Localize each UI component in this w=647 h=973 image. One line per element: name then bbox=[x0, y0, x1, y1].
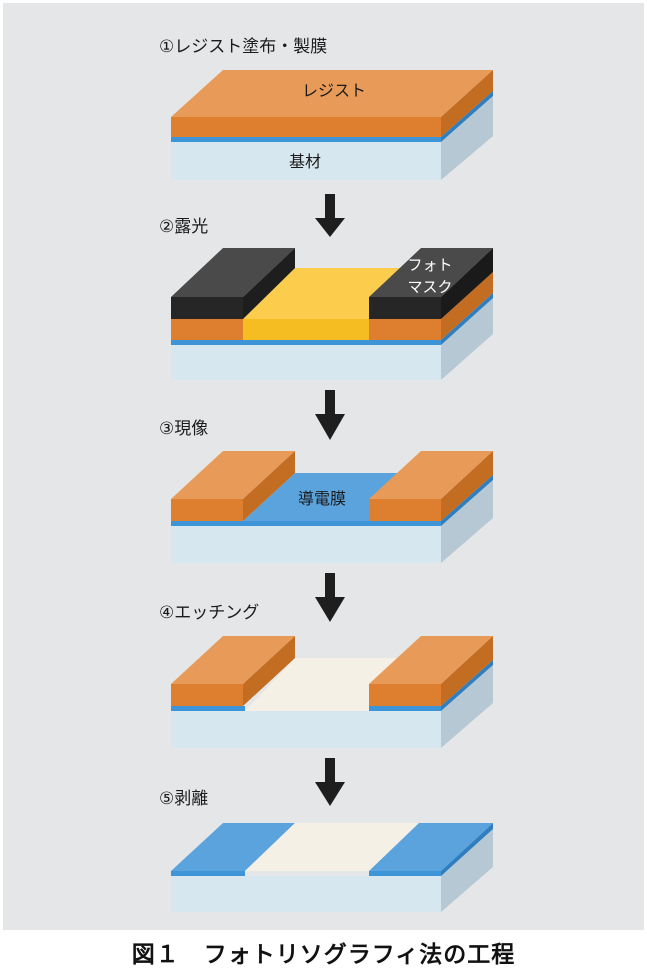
conductive-film-front-right bbox=[369, 706, 441, 711]
photomask-right-top bbox=[369, 248, 493, 297]
resist-left-top bbox=[171, 636, 295, 684]
conductive-film-label: 導電膜 bbox=[298, 489, 346, 508]
photomask-left-front bbox=[171, 297, 243, 319]
resist-right-front bbox=[369, 684, 441, 706]
photomask-right-front bbox=[369, 297, 441, 319]
resist-label: レジスト bbox=[302, 81, 366, 100]
resist-right-side bbox=[441, 451, 493, 521]
resist-right-top bbox=[369, 636, 493, 684]
process-arrow-1 bbox=[315, 194, 345, 237]
conductive-film-side bbox=[441, 660, 493, 711]
substrate-front bbox=[171, 142, 441, 180]
resist-front bbox=[171, 117, 441, 137]
substrate-front bbox=[171, 876, 441, 912]
resist-right-top bbox=[369, 451, 493, 499]
substrate-side bbox=[441, 480, 493, 563]
conductive-film-side bbox=[441, 91, 493, 142]
stage-5-stripping bbox=[171, 823, 493, 912]
process-arrow-4 bbox=[315, 758, 345, 806]
resist-left-side bbox=[243, 636, 295, 706]
conductive-film-front bbox=[171, 521, 441, 526]
photomask-left-side bbox=[243, 248, 295, 319]
photomask-label-line-1: フォト bbox=[407, 256, 452, 274]
etched-surface-top bbox=[245, 823, 419, 871]
conductive-film-front bbox=[171, 137, 441, 142]
step-label-5: ⑤剥離 bbox=[159, 789, 209, 809]
conductive-film-side bbox=[441, 475, 493, 526]
stage-3-development: 導電膜 bbox=[171, 451, 493, 563]
exposed-resist-front bbox=[243, 319, 369, 340]
substrate-front bbox=[171, 711, 441, 748]
stage-2-exposure: フォト マスク bbox=[171, 248, 493, 380]
stage-1-resist-coating: レジスト 基材 bbox=[171, 70, 493, 180]
substrate-label: 基材 bbox=[289, 152, 321, 171]
substrate-front bbox=[171, 345, 441, 380]
process-arrow-3 bbox=[315, 573, 345, 622]
resist-left-front bbox=[171, 684, 243, 706]
figure-caption: 図１ フォトリソグラフィ法の工程 bbox=[131, 942, 516, 968]
conductive-pattern-right-top bbox=[369, 823, 493, 871]
substrate-side bbox=[441, 96, 493, 180]
resist-top bbox=[171, 70, 493, 117]
resist-side bbox=[441, 70, 493, 137]
stage-4-etching bbox=[171, 636, 493, 748]
resist-left-top bbox=[171, 451, 295, 499]
conductive-pattern-left-front bbox=[171, 871, 245, 876]
photomask-right-side bbox=[441, 248, 493, 319]
step-label-1: ①レジスト塗布・製膜 bbox=[159, 37, 328, 57]
resist-right-front bbox=[369, 499, 441, 521]
conductive-pattern-left-top bbox=[171, 823, 295, 871]
resist-side bbox=[441, 272, 493, 340]
photomask-label-line-2: マスク bbox=[407, 278, 452, 296]
resist-left-side bbox=[243, 451, 295, 521]
step-label-4: ④エッチング bbox=[159, 603, 260, 623]
conductive-film-side bbox=[441, 293, 493, 345]
process-arrow-2 bbox=[315, 390, 345, 440]
resist-left-front bbox=[171, 499, 243, 521]
substrate-side bbox=[441, 665, 493, 748]
conductive-film-front-left bbox=[171, 706, 245, 711]
resist-front-right bbox=[369, 319, 441, 340]
conductive-film-front bbox=[171, 340, 441, 345]
substrate-side bbox=[441, 298, 493, 380]
conductive-film-side bbox=[441, 823, 493, 876]
step-label-2: ②露光 bbox=[159, 217, 209, 237]
substrate-side bbox=[441, 829, 493, 912]
resist-front-left bbox=[171, 319, 243, 340]
photomask-left-top bbox=[171, 248, 295, 297]
substrate-front bbox=[171, 526, 441, 563]
conductive-pattern-right-front bbox=[369, 871, 441, 876]
resist-right-side bbox=[441, 636, 493, 706]
step-label-3: ③現像 bbox=[159, 419, 209, 439]
